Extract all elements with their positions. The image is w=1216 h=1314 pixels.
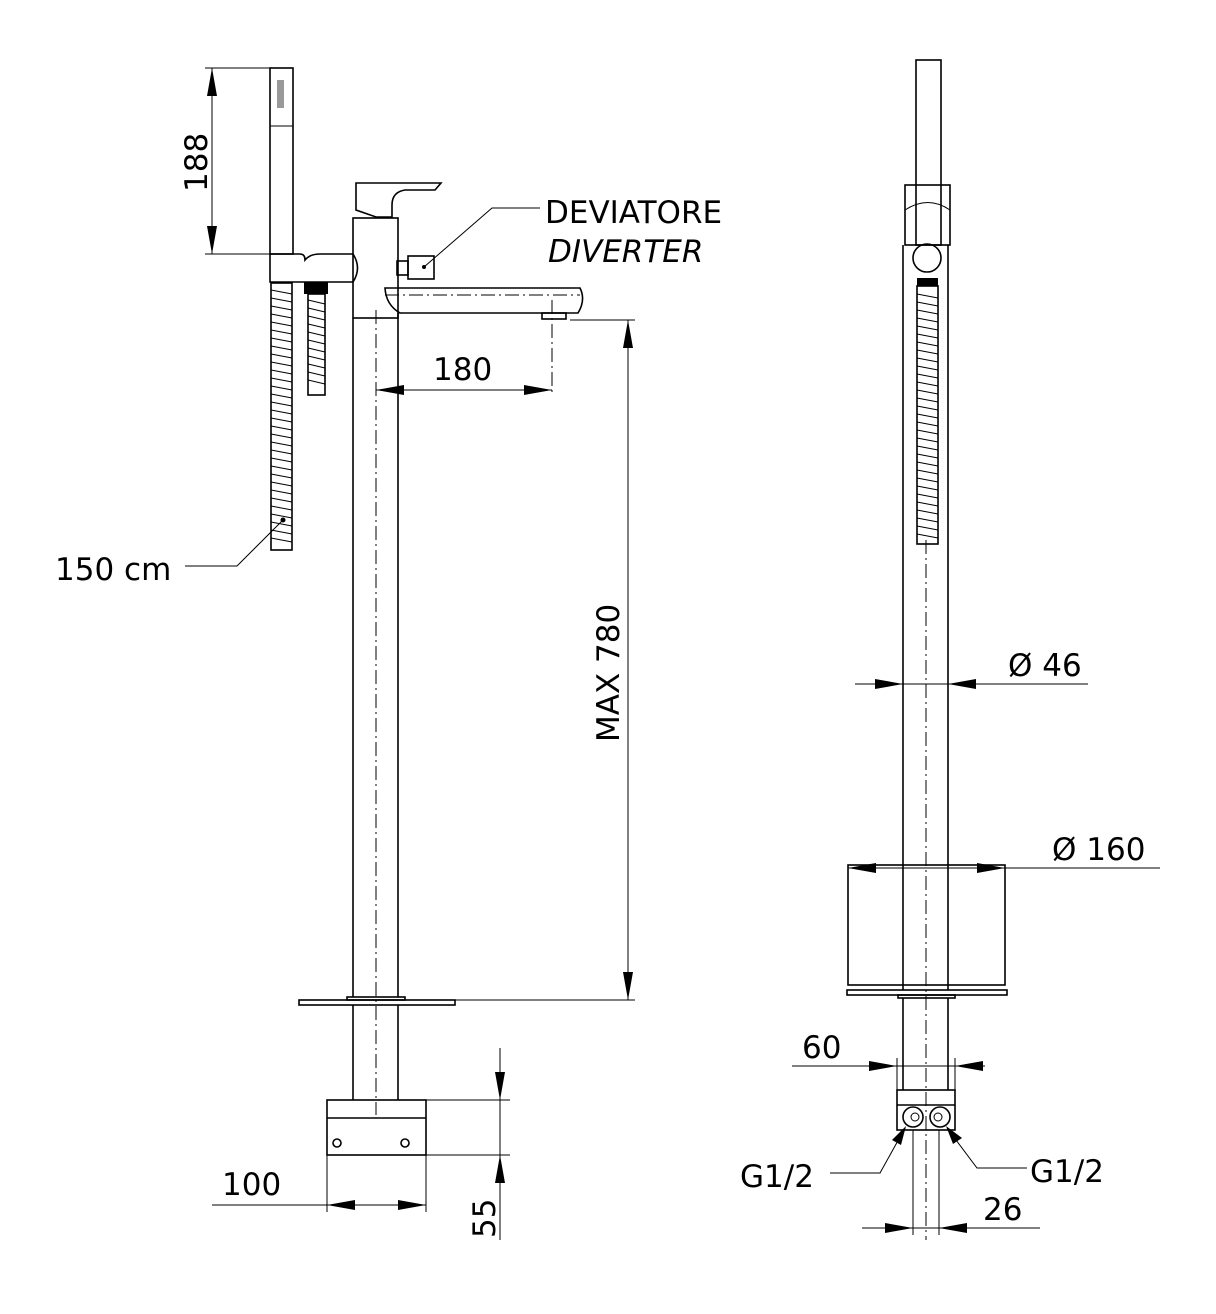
svg-text:55: 55 [467,1199,503,1238]
connection-callout-right: G1/2 [946,1126,1104,1190]
front-view: Ø 46 Ø 160 60 G1/2 G1/2 [740,59,1160,1240]
base-box [326,1099,427,1156]
svg-text:180: 180 [433,352,492,388]
svg-text:G1/2: G1/2 [740,1159,814,1195]
mixer-body [352,182,443,319]
dimension-100: 100 [212,1155,427,1212]
svg-text:MAX 780: MAX 780 [591,604,627,742]
svg-text:150 cm: 150 cm [55,552,171,588]
svg-text:DIVERTER: DIVERTER [548,234,703,270]
dimension-188: 188 [179,67,270,255]
svg-text:Ø 46: Ø 46 [1008,648,1082,684]
side-view: 188 DEVIATORE DIVERTER 180 150 cm MAX 78… [55,67,722,1240]
dimension-60: 60 [792,1030,985,1090]
svg-text:100: 100 [222,1167,281,1203]
svg-text:G1/2: G1/2 [1030,1154,1104,1190]
dimension-diameter-160: Ø 160 [848,832,1160,873]
dimension-180: 180 [376,352,552,395]
diverter-knob [407,255,435,280]
shower-holder [269,253,359,283]
dimension-diameter-46: Ø 46 [855,648,1088,689]
column [298,294,580,1115]
dimension-max-780: MAX 780 [455,319,635,1001]
shroud [847,864,1006,986]
svg-text:26: 26 [983,1192,1022,1228]
dimension-26: 26 [862,1130,1040,1235]
diverter-callout: DEVIATORE DIVERTER [423,195,722,270]
hose [270,282,328,551]
svg-text:188: 188 [179,133,215,192]
hose-length-callout: 150 cm [55,517,286,588]
hand-shower [269,67,294,255]
connection-left-circle [902,1106,924,1128]
connection-right-circle [929,1106,951,1128]
dimension-55: 55 [426,1048,510,1240]
svg-text:DEVIATORE: DEVIATORE [545,195,722,231]
svg-text:60: 60 [802,1030,841,1066]
connection-callout-left: G1/2 [740,1126,906,1195]
spout [384,287,584,320]
svg-text:Ø 160: Ø 160 [1052,832,1145,868]
